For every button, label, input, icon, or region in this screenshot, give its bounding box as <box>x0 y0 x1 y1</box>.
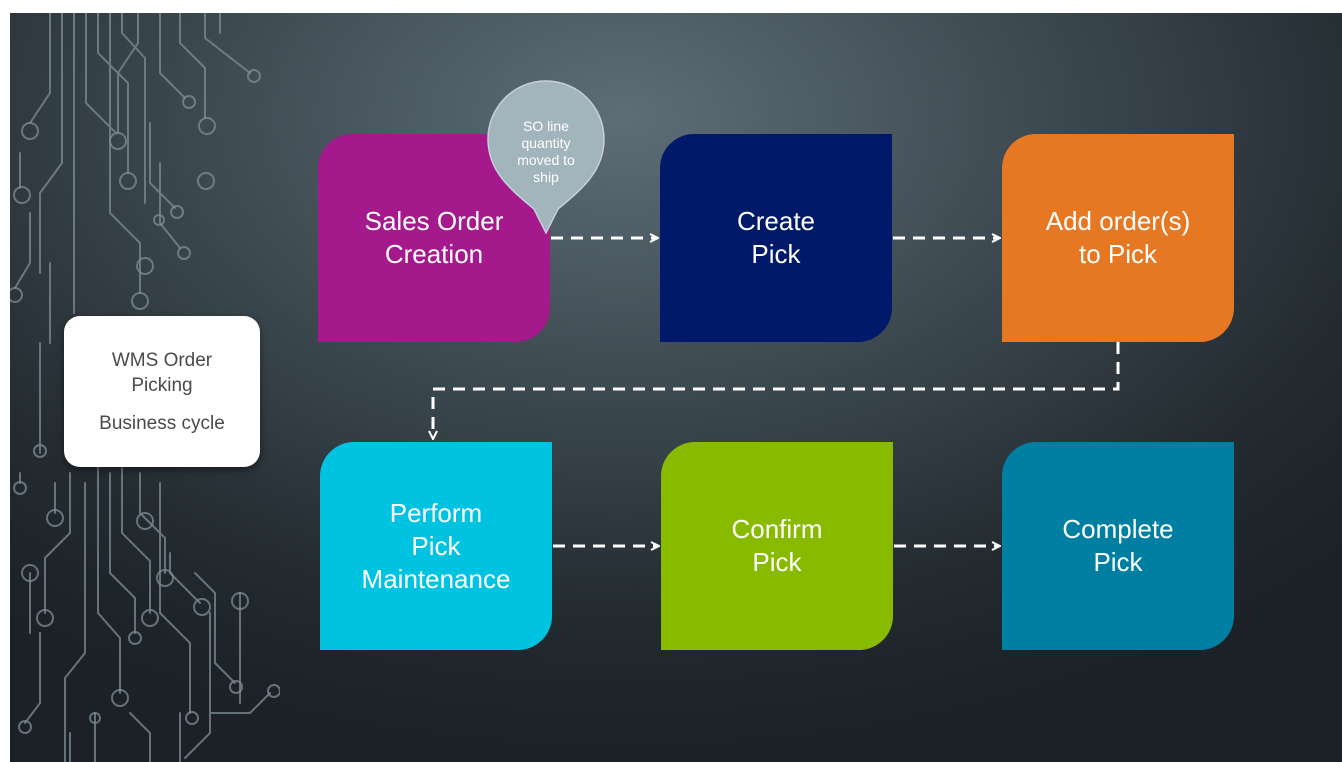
step-perform-pick-maintenance[interactable]: Perform Pick Maintenance <box>320 442 552 650</box>
step-label-line: Pick <box>751 239 801 269</box>
step-label-line: Creation <box>384 239 484 269</box>
title-line-1: WMS Order <box>111 349 213 371</box>
callout-line: SO line <box>523 118 569 134</box>
step-complete-pick[interactable]: Complete Pick <box>1002 442 1234 650</box>
title-line-2: Picking <box>131 374 193 396</box>
callout-so-line-quantity: SO line quantity moved to ship <box>486 79 606 239</box>
step-label-line: Add order(s) <box>1045 206 1191 236</box>
flow-connectors <box>10 13 1120 762</box>
callout-line: quantity <box>521 135 571 151</box>
step-create-pick[interactable]: Create Pick <box>660 134 892 342</box>
arrow-add-to-perform <box>433 342 1120 438</box>
step-add-orders-to-pick[interactable]: Add order(s) to Pick <box>1002 134 1234 342</box>
step-label-line: Confirm <box>731 514 823 544</box>
step-label-line: Pick <box>411 530 461 561</box>
callout-line: moved to <box>517 152 575 168</box>
step-label-line: Maintenance <box>361 563 511 594</box>
step-label-line: Pick <box>752 547 802 577</box>
callout-bubble-shape <box>487 80 605 235</box>
step-label-line: Sales Order <box>364 206 504 236</box>
step-label-line: Perform <box>389 497 483 528</box>
process-title-card: WMS Order Picking Business cycle <box>64 316 260 467</box>
callout-line: ship <box>533 169 559 185</box>
slide-background: Sales Order Creation Create Pick Add ord… <box>10 13 1342 762</box>
title-subtitle: Business cycle <box>99 412 225 434</box>
step-label-line: Pick <box>1093 547 1143 577</box>
circuit-pattern-decoration <box>10 13 280 762</box>
step-label-line: to Pick <box>1078 239 1158 269</box>
step-confirm-pick[interactable]: Confirm Pick <box>661 442 893 650</box>
step-label-line: Complete <box>1062 514 1174 544</box>
step-label-line: Create <box>736 206 816 236</box>
